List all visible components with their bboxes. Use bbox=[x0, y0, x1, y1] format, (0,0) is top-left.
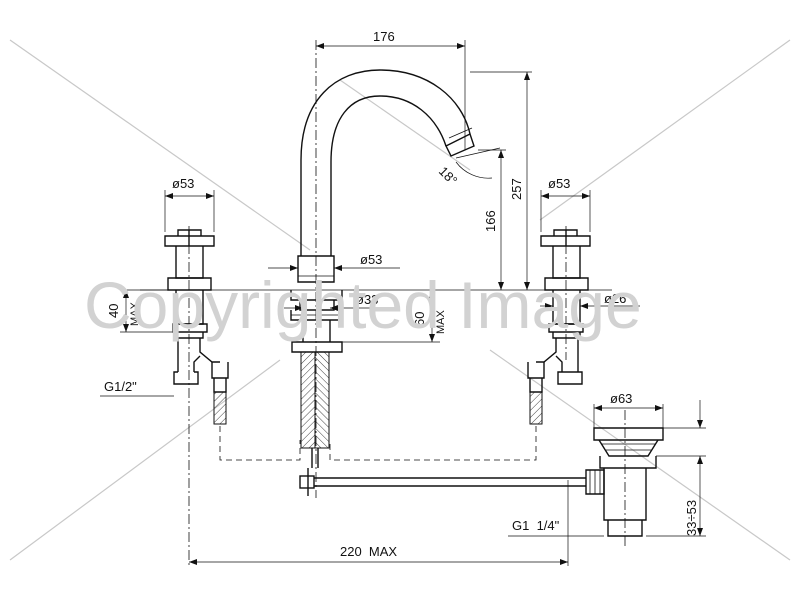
dimension-lines bbox=[100, 40, 706, 566]
dim-spout-shank-diameter: ø33 bbox=[356, 292, 378, 307]
dim-left-deck-max-tag: MAX bbox=[129, 302, 141, 327]
dim-spout-body-height: 166 bbox=[483, 210, 498, 232]
hose-routing bbox=[219, 426, 537, 461]
dim-waste-diameter: ø63 bbox=[610, 391, 632, 406]
dim-spout-base-diameter: ø53 bbox=[360, 252, 382, 267]
watermark-text: Copyrighted Image bbox=[84, 268, 642, 342]
dim-left-handle-diameter: ø53 bbox=[172, 176, 194, 191]
left-handle bbox=[164, 226, 229, 566]
dim-waste-thread: G1 1/4" bbox=[512, 518, 560, 533]
spout bbox=[290, 40, 475, 498]
dim-waste-height: 33÷53 bbox=[684, 500, 699, 536]
dim-spout-reach: 176 bbox=[373, 29, 395, 44]
dim-spout-deck-max-tag: MAX bbox=[435, 310, 447, 335]
dim-right-handle-diameter: ø53 bbox=[548, 176, 570, 191]
pop-up-waste bbox=[299, 410, 664, 546]
right-handle bbox=[527, 226, 591, 425]
dim-overall-width: 220 MAX bbox=[340, 544, 397, 559]
dim-left-deck-max: 40 bbox=[106, 304, 121, 318]
dim-inlet-thread: G1/2" bbox=[104, 379, 137, 394]
dim-right-shank-diameter: ø26 bbox=[604, 291, 626, 306]
watermark-lines bbox=[9, 39, 791, 561]
dim-spout-height: 257 bbox=[509, 178, 524, 200]
dim-spout-deck-max: 60 bbox=[412, 312, 427, 326]
dim-spout-angle: 18° bbox=[436, 164, 461, 189]
